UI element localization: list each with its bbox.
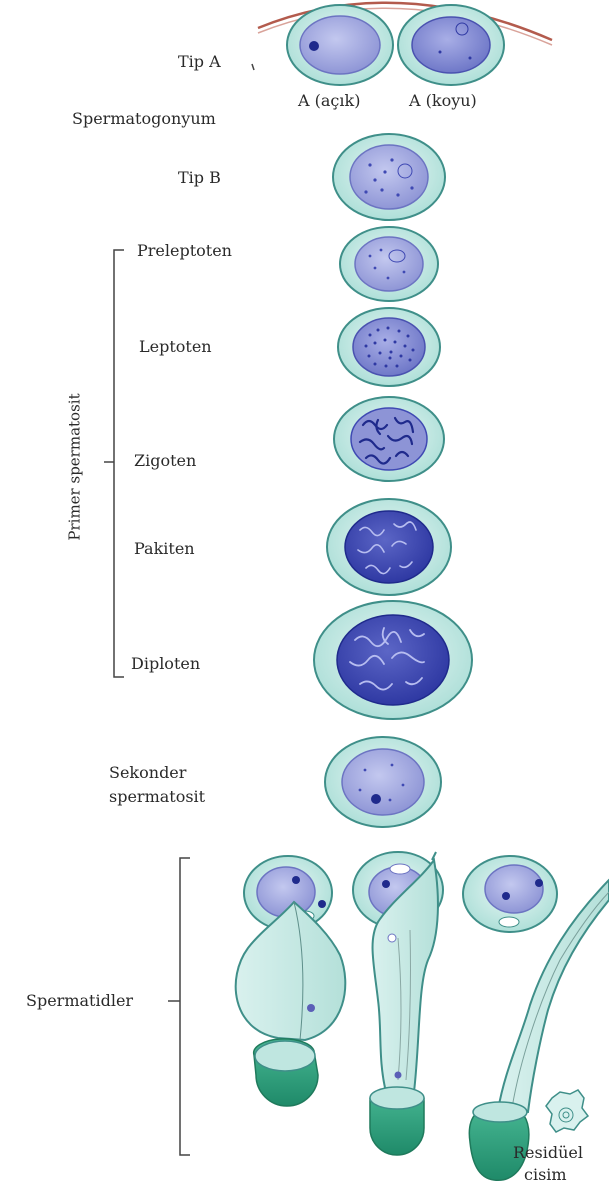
- label-residual-line1: Residüel: [513, 1145, 583, 1161]
- cell-type-b: [333, 134, 445, 220]
- label-pachytene: Pakiten: [134, 541, 195, 557]
- label-residual-line2: cisim: [524, 1167, 567, 1183]
- label-a-light: A (açık): [298, 93, 360, 109]
- elongating-spermatid-1: [236, 902, 346, 1106]
- primary-spermatocyte-bracket: [104, 250, 124, 677]
- label-preleptotene: Preleptoten: [137, 243, 232, 259]
- cell-preleptotene: [340, 227, 438, 301]
- residual-body: [546, 1090, 588, 1132]
- cell-leptotene: [338, 308, 440, 386]
- cell-type-a-light: [287, 5, 393, 85]
- tip-a-tick: [252, 64, 254, 70]
- spermatids-bracket: [168, 858, 190, 1155]
- round-spermatid-3: [463, 856, 557, 932]
- label-leptotene: Leptoten: [139, 339, 212, 355]
- cell-pachytene: [327, 499, 451, 595]
- label-zygotene: Zigoten: [134, 453, 196, 469]
- label-spermatids: Spermatidler: [26, 993, 133, 1009]
- label-diplotene: Diploten: [131, 656, 200, 672]
- cell-diplotene: [314, 601, 472, 719]
- cell-type-a-dark: [398, 5, 504, 85]
- cell-zygotene: [334, 397, 444, 481]
- label-tip-a: Tip A: [178, 54, 221, 70]
- label-secondary-line1: Sekonder: [109, 765, 186, 781]
- label-tip-b: Tip B: [178, 170, 221, 186]
- label-primary-spermatocyte: Primer spermatosit: [68, 393, 83, 540]
- label-spermatogonium: Spermatogonyum: [72, 111, 216, 127]
- label-secondary-line2: spermatosit: [109, 789, 205, 805]
- cell-secondary-spermatocyte: [325, 737, 441, 827]
- label-a-dark: A (koyu): [409, 93, 477, 109]
